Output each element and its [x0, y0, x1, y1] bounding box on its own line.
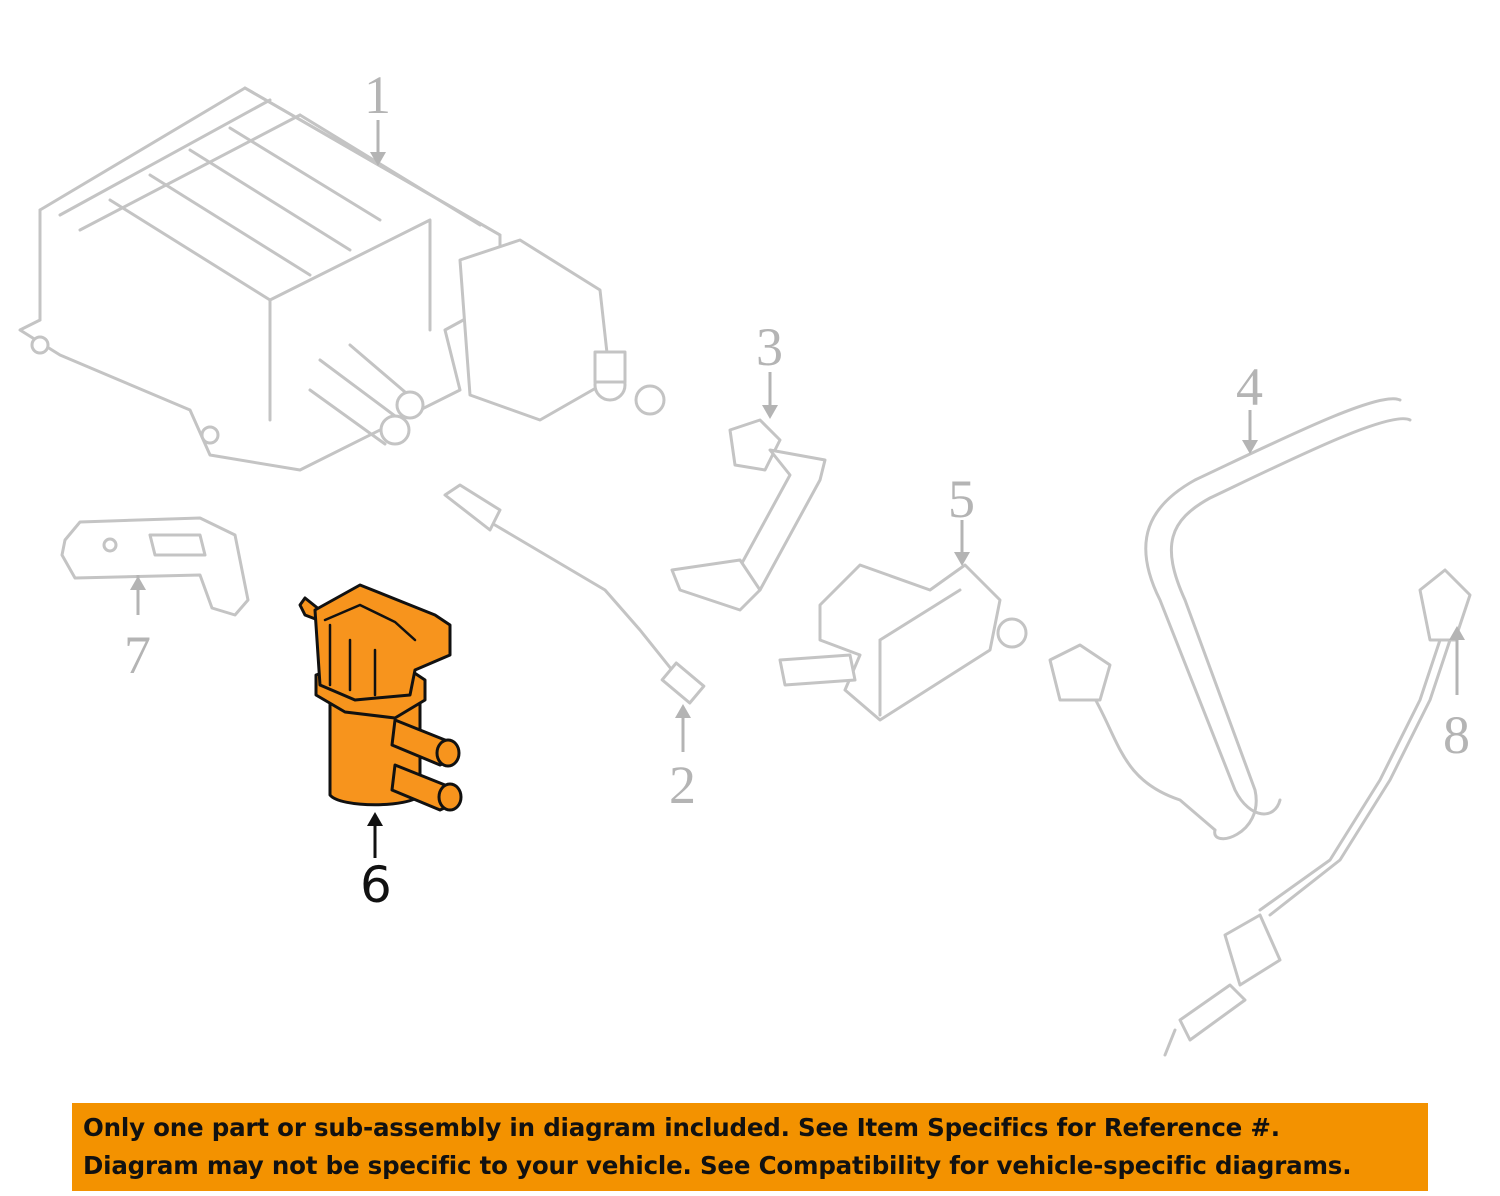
part-3-hose [670, 372, 827, 612]
callout-3: 3 [756, 317, 783, 377]
disclaimer-banner: Only one part or sub-assembly in diagram… [72, 1103, 1428, 1191]
part-7-bracket [60, 516, 250, 617]
callout-8: 8 [1443, 705, 1470, 765]
part-6-purge-solenoid [298, 583, 463, 858]
part-5-valve [778, 520, 1028, 722]
part-4-hose [1048, 397, 1412, 841]
part-2-sensor [443, 483, 706, 752]
callout-6: 6 [360, 856, 392, 914]
callout-2: 2 [669, 755, 696, 815]
disclaimer-line-2: Diagram may not be specific to your vehi… [83, 1151, 1352, 1180]
disclaimer-line-1: Only one part or sub-assembly in diagram… [83, 1113, 1280, 1142]
callout-7: 7 [124, 625, 151, 685]
callout-1: 1 [364, 65, 391, 125]
part-8-oxygen-sensor [1163, 568, 1472, 1057]
callout-5: 5 [948, 469, 975, 529]
part-1-canister [18, 86, 666, 472]
callout-4: 4 [1236, 357, 1263, 417]
